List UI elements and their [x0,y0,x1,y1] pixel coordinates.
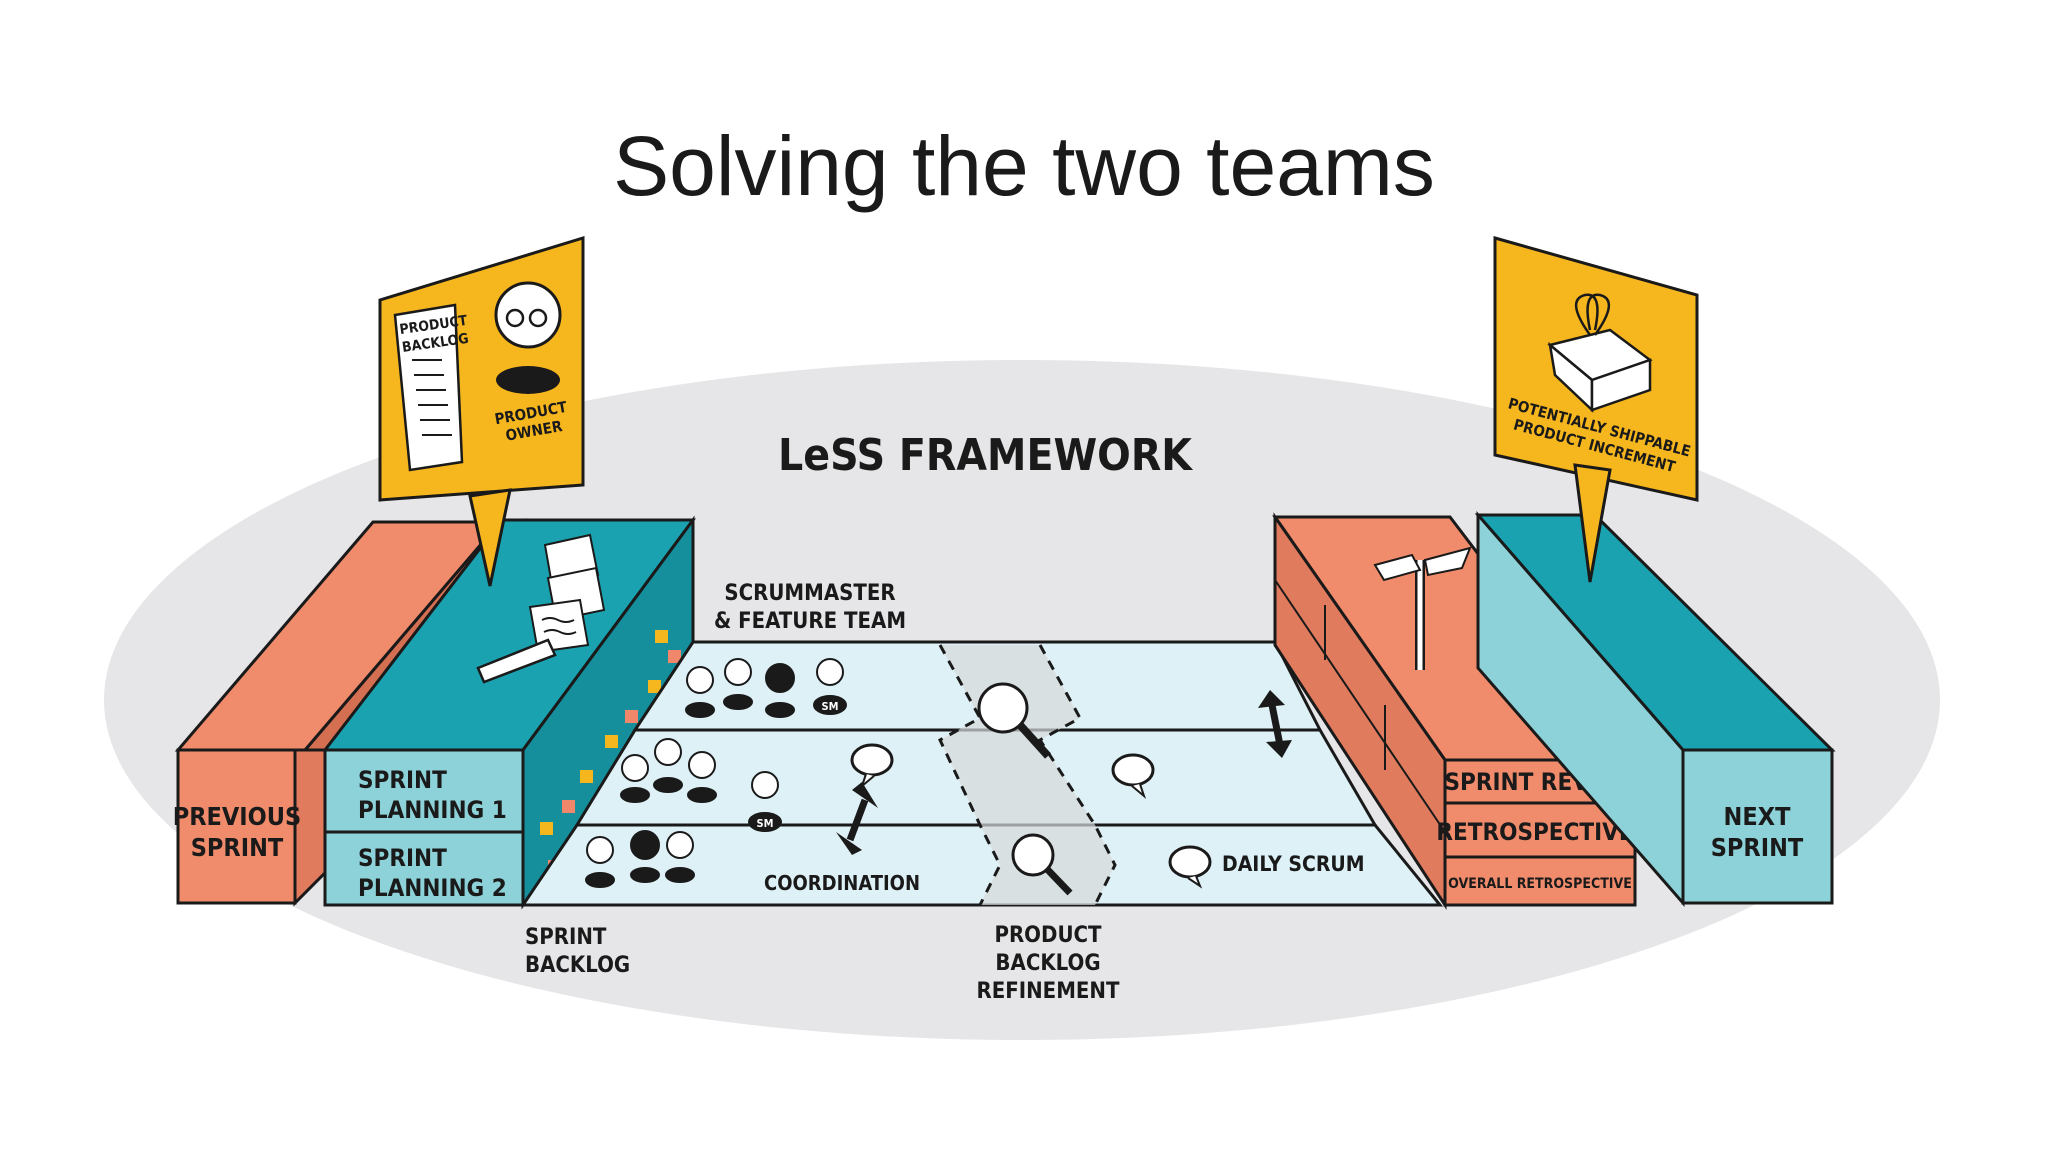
gift-box-icon [1547,293,1653,413]
sm-badge-2: SM [757,817,774,830]
magnifier-icon-lower [1011,833,1073,896]
overall-retrospective-label: OVERALL RETROSPECTIVE [1448,876,1632,892]
magnifier-icon-upper [977,682,1051,759]
scrummaster-team-label-2: & FEATURE TEAM [714,609,906,634]
retrospective-label: RETROSPECTIVE [1436,818,1633,846]
sm-badge-1: SM [822,700,839,713]
speech-bubble-icon-2 [1111,753,1155,800]
person-icon [723,658,753,710]
framework-title: LeSS FRAMEWORK [778,430,1193,481]
person-icon [630,830,660,883]
coordination-arrow-icon [836,782,878,855]
sprint-lanes [520,640,1444,907]
next-sprint-label-2: SPRINT [1711,833,1804,862]
person-icon [687,751,717,803]
sprint-planning-2-label-1: SPRINT [358,844,447,872]
person-icon [685,666,715,718]
previous-sprint-label-1: PREVIOUS [173,802,302,831]
person-icon [620,754,650,803]
sprint-planning-1-label-1: SPRINT [358,766,447,794]
papers-icon [528,533,606,654]
next-sprint-label-1: NEXT [1724,802,1792,831]
slide-title: Solving the two teams [613,119,1435,213]
person-icon [665,831,695,883]
refinement-label-3: REFINEMENT [976,979,1120,1004]
product-owner-sign: PRODUCTBACKLOG PRODUCTOWNER [378,235,585,587]
person-icon [653,738,683,793]
speech-bubble-icon-3 [1168,845,1212,889]
scrummaster-team-label-1: SCRUMMASTER [724,581,895,606]
coordination-label: COORDINATION [764,871,920,895]
product-owner-avatar [494,281,562,394]
person-icon [765,663,795,718]
daily-scrum-label: DAILY SCRUM [1222,852,1365,876]
person-icon [585,836,615,888]
signpost-icon [1373,546,1472,670]
previous-sprint-label-2: SPRINT [191,833,284,862]
person-icon [748,771,782,832]
refinement-label-1: PRODUCT [994,923,1102,948]
feature-team-people [585,658,847,888]
sprint-backlog-label-2: BACKLOG [525,953,630,978]
pen-icon [476,638,557,684]
person-icon [813,658,847,715]
sprint-backlog-label-1: SPRINT [525,925,607,950]
refinement-label-2: BACKLOG [995,951,1100,976]
sprint-planning-1-label-2: PLANNING 1 [358,796,507,824]
sprint-planning-2-label-2: PLANNING 2 [358,874,507,902]
svg-text:SCRUMMASTER& FEATURE TEAM: SCRUMMASTER & FEATURE TEAM [714,581,906,634]
daily-scrum-arrow-icon [1258,690,1292,758]
increment-sign: POTENTIALLY SHIPPABLEPRODUCT INCREMENT [1493,236,1699,583]
